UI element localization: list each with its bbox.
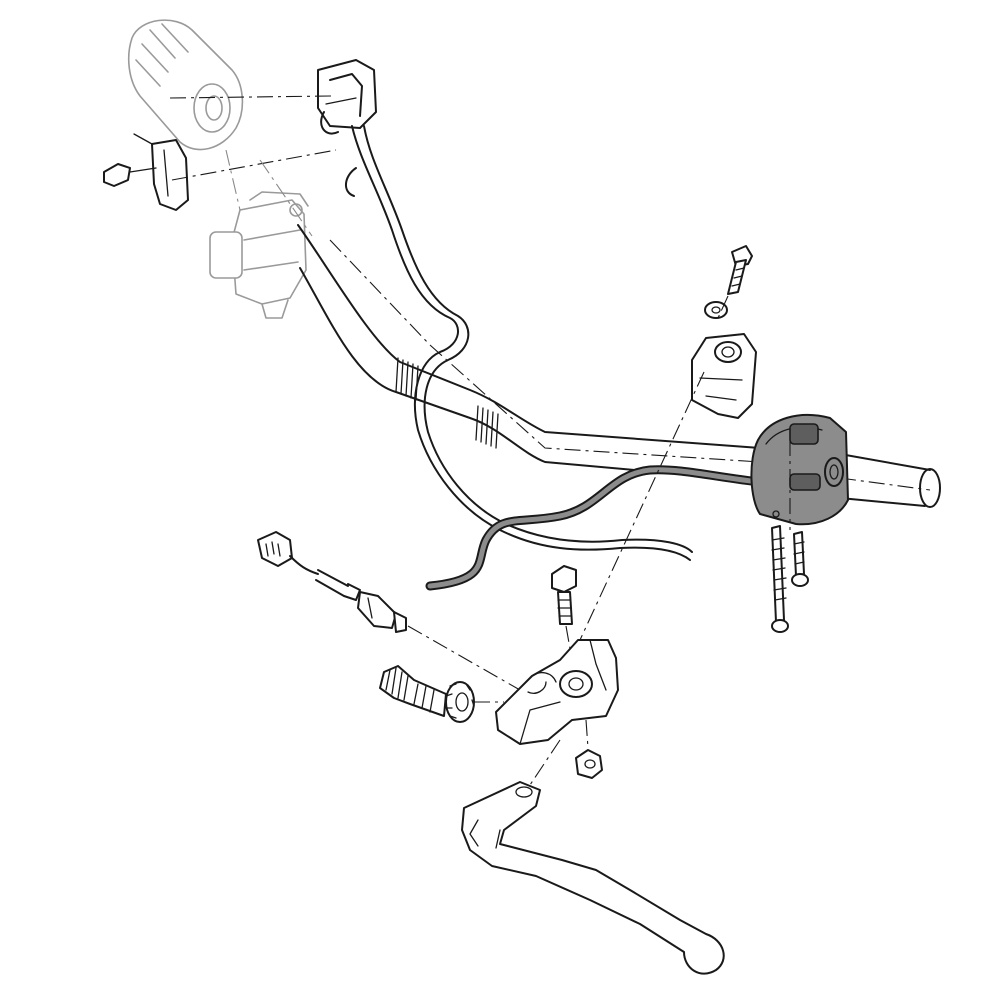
handlebar-switch: [750, 414, 849, 526]
clutch-lever: [461, 781, 725, 975]
pivot-nut: [575, 749, 603, 779]
master-cylinder: [209, 191, 309, 319]
clutch-perch-bracket: [495, 639, 619, 745]
bracket-washer: [704, 301, 728, 319]
clutch-perch-clamp: [691, 333, 757, 419]
bracket-screw-left: [103, 163, 157, 187]
adjuster-locknut: [445, 681, 475, 723]
clutch-switch: [315, 569, 407, 633]
clutch-switch-connector: [257, 531, 319, 575]
clutch-cable: [345, 125, 693, 561]
cable-adjuster: [379, 665, 447, 717]
grip-retaining-bracket: [133, 133, 189, 211]
switch-wiring-harness: [425, 465, 765, 591]
handlebar-clamp: [317, 59, 377, 135]
perch-clamp-bolt: [551, 565, 577, 625]
switch-mounting-screws: [771, 525, 809, 633]
left-hand-grip: [127, 19, 244, 151]
bracket-bolt: [727, 245, 753, 295]
